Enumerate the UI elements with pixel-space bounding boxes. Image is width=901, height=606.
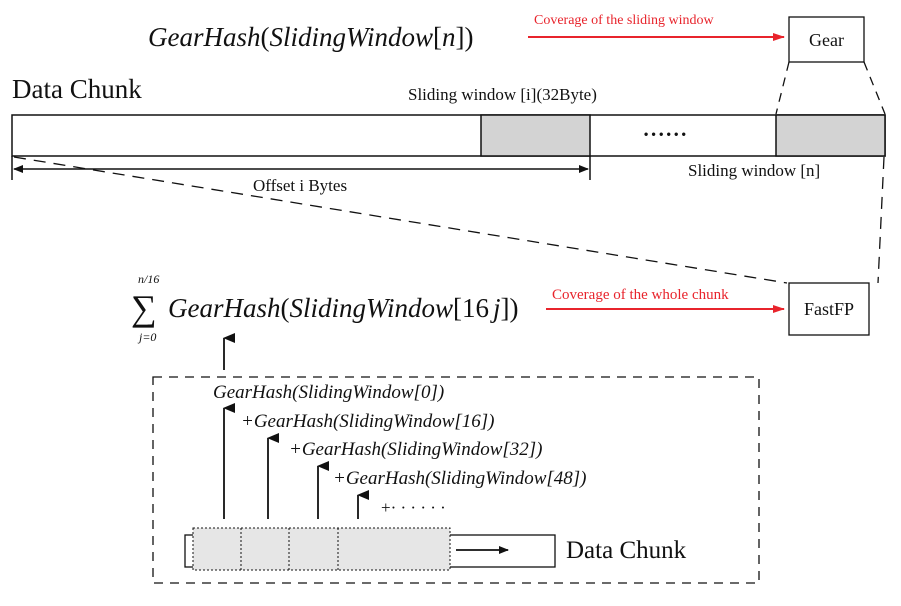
- sliding-window-i-label: Sliding window [i](32Byte): [408, 85, 597, 104]
- gear-dash-right: [863, 61, 886, 115]
- sum-formula-fn: GearHash: [168, 293, 281, 323]
- sum-formula-close: ]): [501, 293, 519, 323]
- bottom-chunk-windows-outline: [192, 527, 451, 571]
- top-formula-arg: SlidingWindow: [270, 22, 434, 52]
- ellipsis-dots: • • • • • •: [644, 127, 686, 141]
- sum-lower: j=0: [137, 330, 156, 344]
- hash-term-more: +· · · · · ·: [381, 498, 446, 517]
- fastfp-box-label: FastFP: [804, 299, 854, 319]
- data-chunk-bottom-label: Data Chunk: [566, 537, 687, 564]
- top-formula-idx-open: [: [433, 22, 442, 52]
- top-formula-open: (: [261, 22, 270, 52]
- gear-box-label: Gear: [809, 30, 844, 50]
- offset-label: Offset i Bytes: [253, 176, 347, 195]
- fastfp-box: [788, 282, 870, 336]
- chunk-dash-vertical: [877, 156, 885, 284]
- sum-formula-idx-num: 16: [462, 293, 489, 323]
- data-chunk-bar: [11, 114, 886, 157]
- top-formula-close: ]): [456, 22, 474, 52]
- top-formula-idx: n: [442, 22, 456, 52]
- sum-formula-idx-open: [: [453, 293, 462, 323]
- gear-dash-left: [775, 61, 790, 115]
- sum-formula-arg: SlidingWindow: [290, 293, 454, 323]
- sum-sigma: ∑: [131, 288, 157, 328]
- sliding-window-n: [775, 114, 886, 157]
- chunk-dash-diagonal: [13, 156, 788, 284]
- data-chunk-title: Data Chunk: [12, 74, 142, 104]
- hash-term-2: +GearHash(SlidingWindow[32]): [289, 439, 543, 460]
- bottom-arrow-label: Coverage of the whole chunk: [552, 287, 729, 303]
- sum-upper: n/16: [138, 272, 159, 286]
- sum-formula-idx-var: j: [490, 293, 501, 323]
- top-arrow-label: Coverage of the sliding window: [534, 13, 715, 28]
- sum-formula-open: (: [281, 293, 290, 323]
- sliding-window-n-label: Sliding window [n]: [688, 161, 820, 180]
- hash-sum-container: [152, 376, 760, 584]
- hash-term-1: +GearHash(SlidingWindow[16]): [241, 411, 495, 432]
- hash-terms: GearHash(SlidingWindow[0]) +GearHash(Sli…: [213, 382, 587, 517]
- hash-term-3: +GearHash(SlidingWindow[48]): [333, 468, 587, 489]
- sliding-window-i: [480, 114, 591, 157]
- gear-box: [788, 16, 865, 63]
- top-formula-fn: GearHash: [148, 22, 261, 52]
- top-formula: GearHash(SlidingWindow[n]): [148, 22, 474, 52]
- hash-term-0: GearHash(SlidingWindow[0]): [213, 382, 444, 403]
